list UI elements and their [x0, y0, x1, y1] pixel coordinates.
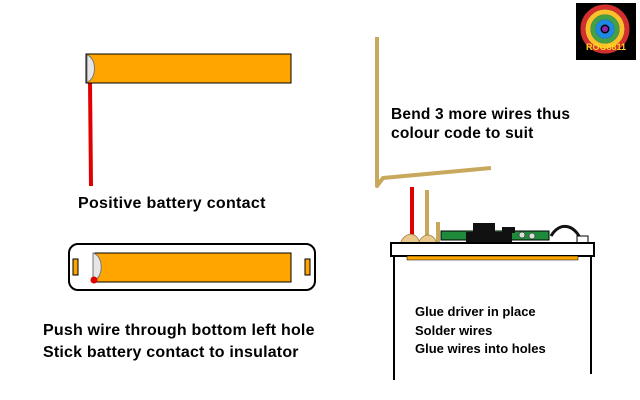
logo-ring-green	[590, 14, 620, 44]
contact-fold	[86, 54, 95, 83]
glue-driver-caption: Glue driver in place Solder wires Glue w…	[415, 303, 546, 359]
mount-contact-strip	[406, 255, 579, 261]
positive-contact-caption: Positive battery contact	[78, 195, 266, 212]
push-wire-line-1: Push wire through bottom left hole	[43, 322, 315, 339]
bent-wire	[375, 37, 492, 188]
logo-text: ROG8811	[585, 42, 627, 52]
mount-insulator-top	[390, 242, 595, 257]
logo	[576, 3, 636, 60]
driver-mount-assembly	[390, 187, 595, 380]
red-wire	[88, 79, 93, 187]
logo-ring-yellow	[585, 9, 625, 49]
ic-chip-1	[473, 223, 495, 232]
insulator-assembly	[68, 243, 316, 291]
component-2	[528, 232, 536, 240]
bend-wires-line-2: colour code to suit	[391, 125, 534, 143]
driver-contact-pad	[576, 235, 589, 244]
battery-contact-with-wire	[85, 53, 292, 187]
battery-contact-strip	[85, 53, 292, 84]
push-wire-line-2: Stick battery contact to insulator	[43, 344, 299, 361]
ic-chip-2	[502, 227, 515, 233]
logo-ring-blue	[595, 19, 615, 39]
insulator-hole-right	[304, 258, 311, 276]
gold-wire-bend	[375, 37, 492, 188]
wire-hole-red	[90, 276, 98, 284]
glue-driver-line-3: Glue wires into holes	[415, 341, 546, 356]
battery-contact-strip-mounted	[94, 252, 292, 283]
glue-driver-line-2: Solder wires	[415, 322, 493, 338]
bend-wires-caption: Bend 3 more wires thus colour code to su…	[391, 105, 570, 144]
glue-driver-line-1: Glue driver in place	[415, 304, 536, 319]
push-wire-caption: Push wire through bottom left hole Stick…	[43, 320, 315, 364]
driver-output-wire	[549, 225, 582, 239]
ic-chip-3	[466, 232, 512, 242]
insulator-hole-left	[72, 258, 79, 276]
logo-center	[602, 26, 608, 32]
component-1	[518, 231, 526, 239]
logo-ring-red	[580, 4, 630, 54]
bend-wires-line-1: Bend 3 more wires thus	[391, 106, 571, 123]
